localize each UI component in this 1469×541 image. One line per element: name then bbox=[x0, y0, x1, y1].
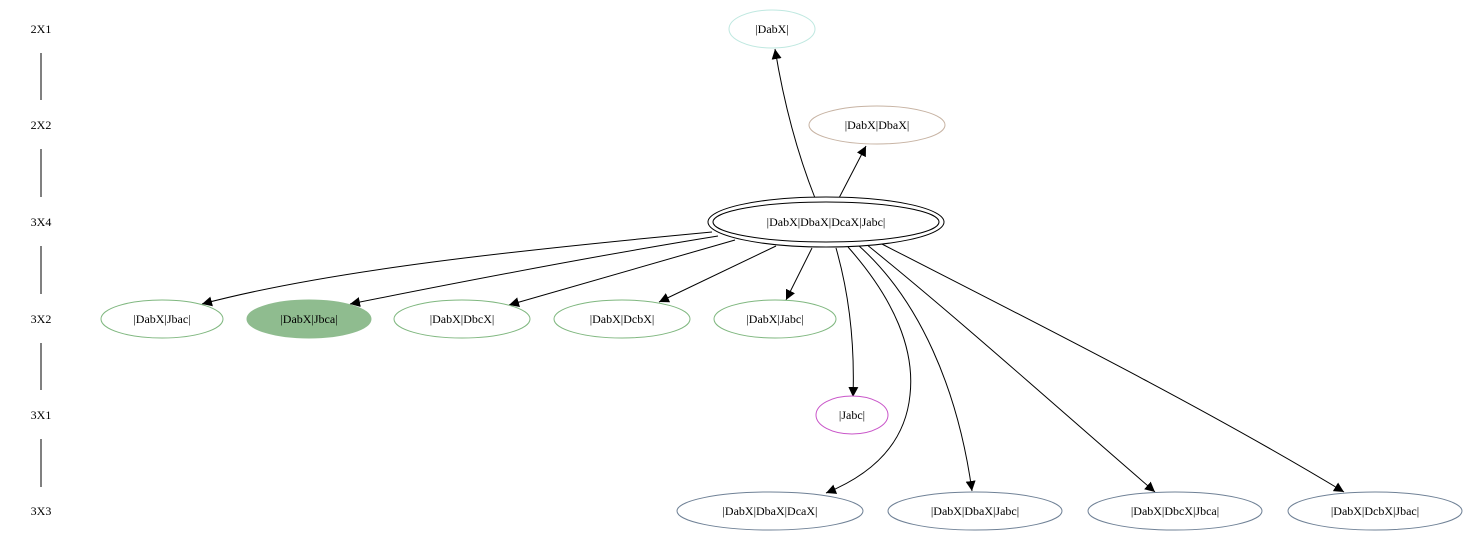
node-label: |DabX|DbaX|DcaX|Jabc| bbox=[767, 215, 886, 229]
node-shape bbox=[887, 491, 1063, 531]
node-dabx-dcbx-jbac[interactable]: |DabX|DcbX|Jbac| bbox=[1287, 491, 1463, 531]
node-root[interactable]: |DabX|DbaX|DcaX|Jabc| bbox=[707, 196, 945, 248]
node-shape bbox=[713, 299, 837, 339]
node-shape bbox=[1287, 491, 1463, 531]
node-label: |DabX|DbaX| bbox=[845, 118, 910, 132]
node-shape bbox=[1087, 491, 1263, 531]
node-shape bbox=[246, 299, 372, 339]
node-label: |DabX|DbaX|DcaX| bbox=[723, 504, 818, 518]
node-label: |DabX|Jbca| bbox=[280, 312, 337, 326]
node-dabx-jabc[interactable]: |DabX|Jabc| bbox=[713, 299, 837, 339]
node-dabx-dbax-jabc[interactable]: |DabX|DbaX|Jabc| bbox=[887, 491, 1063, 531]
node-dabx-dbax-dcax[interactable]: |DabX|DbaX|DcaX| bbox=[676, 491, 864, 531]
edge-root-to-dabx-jabc bbox=[785, 247, 813, 301]
rank-label-2x2: 2X2 bbox=[31, 118, 52, 132]
edge-root-to-dabx-jbac bbox=[201, 231, 713, 307]
node-label: |Jabc| bbox=[839, 408, 865, 422]
node-label: |DabX|DcbX|Jbac| bbox=[1331, 504, 1419, 518]
node-dabx[interactable]: |DabX| bbox=[728, 9, 816, 49]
node-dabx-dbax[interactable]: |DabX|DbaX| bbox=[808, 105, 946, 145]
edge-root-to-dabx-dbcx-jbca bbox=[865, 243, 1156, 493]
edges bbox=[201, 48, 1345, 494]
node-dabx-jbca[interactable]: |DabX|Jbca| bbox=[246, 299, 372, 339]
rank-label-3x1: 3X1 bbox=[31, 408, 52, 422]
edge-root-to-dabx-dcbx bbox=[658, 245, 777, 303]
node-dabx-dbcx[interactable]: |DabX|DbcX| bbox=[393, 299, 531, 339]
node-shape bbox=[676, 491, 864, 531]
rank-labels: 2X1 2X2 3X4 3X2 3X1 3X3 bbox=[31, 22, 52, 518]
node-jabc[interactable]: |Jabc| bbox=[815, 395, 889, 435]
rank-label-3x2: 3X2 bbox=[31, 312, 52, 326]
node-shape bbox=[808, 105, 946, 145]
node-shape bbox=[815, 395, 889, 435]
node-shape bbox=[553, 299, 691, 339]
edge-root-to-dabx-dbax-dcax bbox=[825, 246, 912, 494]
node-label: |DabX|DbcX|Jbca| bbox=[1131, 504, 1219, 518]
node-shape bbox=[100, 299, 224, 339]
node-shape-inner bbox=[712, 201, 940, 243]
rank-label-3x3: 3X3 bbox=[31, 504, 52, 518]
node-label: |DabX|Jabc| bbox=[746, 312, 803, 326]
node-label: |DabX|DbaX|Jabc| bbox=[931, 504, 1019, 518]
node-dabx-dbcx-jbca[interactable]: |DabX|DbcX|Jbca| bbox=[1087, 491, 1263, 531]
node-shape bbox=[393, 299, 531, 339]
edge-root-to-dabx-dbcx bbox=[508, 239, 736, 308]
rank-label-3x4: 3X4 bbox=[31, 215, 52, 229]
node-shape bbox=[728, 9, 816, 49]
edge-root-to-dabx-dbax-jabc bbox=[857, 244, 976, 492]
node-label: |DabX|DcbX| bbox=[590, 312, 655, 326]
node-dabx-dcbx[interactable]: |DabX|DcbX| bbox=[553, 299, 691, 339]
node-label: |DabX| bbox=[755, 22, 788, 36]
node-label: |DabX|Jbac| bbox=[133, 312, 190, 326]
node-dabx-jbac[interactable]: |DabX|Jbac| bbox=[100, 299, 224, 339]
edge-root-to-jabc bbox=[835, 247, 859, 398]
edge-root-to-dabx-dcbx-jbac bbox=[877, 241, 1345, 493]
edge-root-to-dabx-jbca bbox=[349, 235, 719, 307]
edge-root-to-dabx-dbax bbox=[838, 145, 867, 199]
rank-label-2x1: 2X1 bbox=[31, 22, 52, 36]
edge-root-to-dabx bbox=[771, 48, 816, 199]
nodes: |DabX| |DabX|DbaX| |DabX|DbaX|DcaX|Jabc|… bbox=[100, 9, 1463, 531]
node-label: |DabX|DbcX| bbox=[430, 312, 495, 326]
